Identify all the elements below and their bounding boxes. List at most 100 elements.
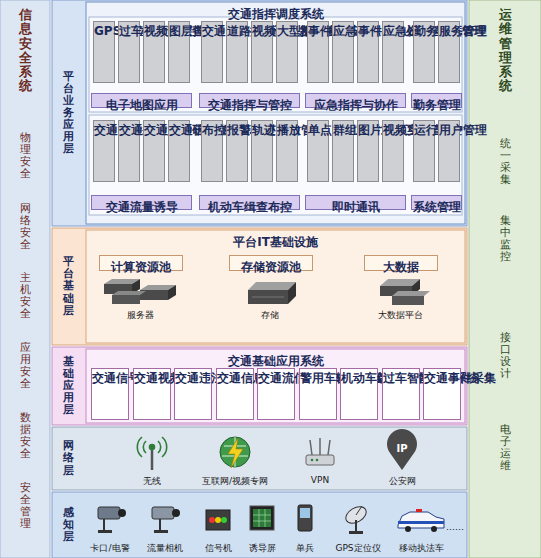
box-text: 过车智能研判系统 bbox=[383, 372, 419, 386]
icon-caption: 大数据平台 bbox=[378, 309, 423, 322]
box-text: 应急资源管理… bbox=[383, 25, 403, 38]
handheld-icon bbox=[298, 505, 312, 531]
frame-bg bbox=[86, 230, 465, 343]
function-box: 事件协作处理 bbox=[357, 21, 379, 83]
box-text: 视频实时查看 bbox=[383, 124, 403, 137]
application-box: 过车智能研判系统 bbox=[382, 368, 420, 420]
application-box: 交通事件采集 bbox=[423, 368, 461, 420]
box-text: 交通流量研判 bbox=[144, 124, 164, 137]
group-label-bar: 交通流量诱导 bbox=[91, 195, 192, 210]
icon-caption: 单兵 bbox=[296, 542, 314, 555]
system-item: 接口设计 bbox=[500, 332, 511, 380]
application-box: 交通视频监控 bbox=[133, 368, 171, 420]
group-label-bar: 应急指挥与协作 bbox=[305, 93, 406, 108]
function-box: 交通流量研判 bbox=[143, 120, 165, 182]
box-text: 道路交通信息发布 bbox=[227, 25, 247, 38]
layer-title: 平台基础层 bbox=[63, 256, 74, 316]
system-band: 运维管理系统统一采集集中监控接口设计电子运维 bbox=[469, 0, 541, 558]
box-text: 交通指挥与管控 bbox=[200, 97, 299, 114]
group-label-bar: 交通指挥与管控 bbox=[199, 93, 300, 108]
layer-band: 基础应用层交通基础应用系统交通信号控制交通视频监控交通违法监测交通信息发布交通流… bbox=[52, 347, 467, 425]
application-box: 警用车辆与单警定位 bbox=[299, 368, 337, 420]
group-label-bar: 系统管理 bbox=[411, 195, 462, 210]
box-text: 应急指挥与协作 bbox=[306, 97, 405, 114]
ops-band bbox=[469, 0, 541, 558]
box-text: 存储资源池 bbox=[230, 259, 312, 276]
box-text: 事件协作处理 bbox=[358, 25, 378, 38]
system-item: 电子运维 bbox=[500, 424, 511, 472]
box-text: 应急处理 bbox=[333, 25, 353, 38]
resource-pool-box: 存储资源池 bbox=[229, 255, 313, 271]
application-box: 交通流信息采集 bbox=[257, 368, 295, 420]
camera-icon bbox=[98, 507, 126, 533]
box-text: 视频设备控制管理 bbox=[252, 25, 272, 38]
box-text: 大型活动线路安保… bbox=[277, 25, 297, 38]
box-text: 布控管理 bbox=[202, 124, 222, 137]
function-box: 布控管理 bbox=[201, 120, 223, 182]
box-text: 计算资源池 bbox=[100, 259, 182, 276]
layer-title: 网络层 bbox=[63, 440, 74, 476]
application-box: 交通信号控制 bbox=[91, 368, 129, 420]
box-text: 运行监控 bbox=[414, 124, 434, 137]
box-text: 图层控制 bbox=[169, 25, 189, 38]
function-box: 图层控制 bbox=[168, 21, 190, 83]
box-text: 即时通讯 bbox=[306, 199, 405, 216]
box-text: 交通信号控制设置 bbox=[202, 25, 222, 38]
application-box: 机动车缉查布控 bbox=[340, 368, 378, 420]
function-box: 道路交通信息发布 bbox=[226, 21, 248, 83]
icon-caption: 移动执法车 bbox=[399, 542, 444, 555]
box-text: 群组实时对讲 bbox=[333, 124, 353, 137]
layer-band bbox=[52, 228, 467, 345]
box-text: 图片文字互传 bbox=[358, 124, 378, 137]
icon-caption: 无线 bbox=[143, 475, 161, 488]
group-label-bar: 电子地图应用 bbox=[91, 93, 192, 108]
wireless-icon bbox=[137, 437, 166, 470]
function-box: 视频巡逻查看 bbox=[143, 21, 165, 83]
box-text: 交通信号发布… bbox=[169, 124, 189, 137]
system-frame: 交通指挥调度系统GPS定位过车记录查询视频巡逻查看图层控制交通信号控制设置道路交… bbox=[86, 2, 465, 224]
group-label-bar: 即时通讯 bbox=[305, 195, 406, 210]
box-text: 电子地图应用 bbox=[92, 97, 191, 114]
system-title: 信息安全系统 bbox=[19, 8, 32, 94]
box-text: 视频巡逻查看 bbox=[144, 25, 164, 38]
box-text: 系统管理 bbox=[412, 199, 461, 216]
resource-pool-box: 计算资源池 bbox=[99, 255, 183, 271]
icon-caption: 互联网/视频专网 bbox=[202, 475, 268, 488]
system-title: 运维管理系统 bbox=[499, 8, 512, 94]
system-item: 网络安全 bbox=[20, 203, 31, 251]
frame-bg bbox=[86, 2, 465, 224]
police-car-icon bbox=[398, 509, 444, 532]
system-item: 主机安全 bbox=[20, 272, 31, 320]
system-frame: 平台IT基础设施计算资源池存储资源池大数据 bbox=[86, 230, 465, 343]
function-box: 群组实时对讲 bbox=[332, 120, 354, 182]
box-text: 事件报告 bbox=[308, 25, 328, 38]
box-text: 过车记录查询 bbox=[119, 25, 139, 38]
gps-icon bbox=[343, 503, 369, 534]
box-text: 交通违法监测 bbox=[175, 372, 211, 386]
function-box: 大型活动线路安保… bbox=[276, 21, 298, 83]
function-box: 播放管理 bbox=[276, 120, 298, 182]
vpn-icon bbox=[306, 438, 334, 465]
layer-band bbox=[52, 492, 467, 558]
box-text: 轨迹查询 bbox=[252, 124, 272, 137]
layer-band bbox=[52, 0, 467, 226]
storage-icon bbox=[248, 282, 296, 304]
layer-title: 感知层 bbox=[63, 507, 74, 543]
function-box: 报警管理 bbox=[226, 120, 248, 182]
box-text: 播放管理 bbox=[277, 124, 297, 137]
resource-pool-box: 大数据 bbox=[364, 255, 438, 271]
box-text: 交通信号控制 bbox=[92, 372, 128, 386]
icon-caption: 服务器 bbox=[127, 309, 154, 322]
box-text: 警用车辆与单警定位 bbox=[300, 372, 336, 386]
icon-caption: 公安网 bbox=[389, 475, 416, 488]
icon-caption: 存储 bbox=[261, 309, 279, 322]
system-band: 信息安全系统物理安全网络安全主机安全应用安全数据安全安全管理 bbox=[0, 0, 50, 558]
function-box: 勤务调度管理 bbox=[413, 21, 435, 83]
internet-icon bbox=[220, 437, 250, 468]
guidance-screen-icon bbox=[250, 506, 274, 530]
application-box: 交通信息发布 bbox=[216, 368, 254, 420]
function-box: 应急资源管理… bbox=[382, 21, 404, 83]
system-item: 统一采集 bbox=[500, 138, 511, 186]
